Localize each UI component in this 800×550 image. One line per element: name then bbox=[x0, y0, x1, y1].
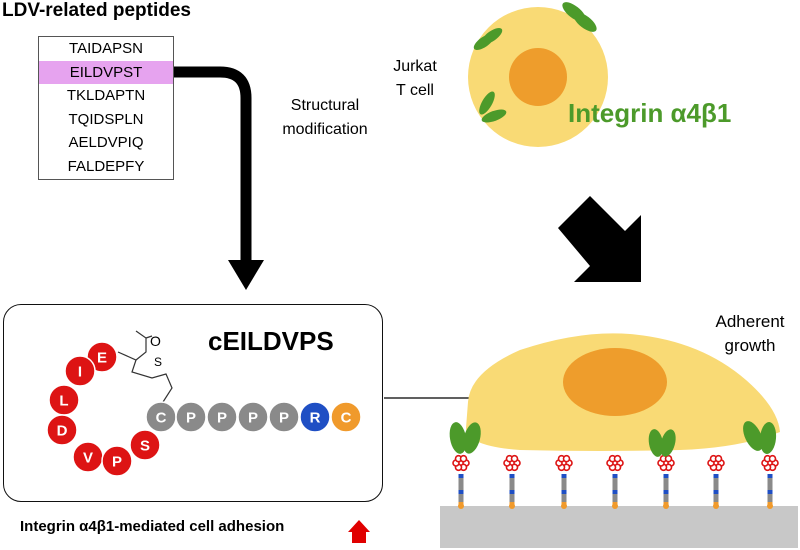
structural-modification-label: Structural modification bbox=[270, 94, 380, 142]
flower-ligand-icon bbox=[707, 454, 725, 509]
residue-letter: C bbox=[341, 409, 352, 426]
amino-acid-residue: P bbox=[101, 445, 133, 477]
amino-acid-residue: S bbox=[129, 429, 161, 461]
peptide-item: FALDEPFY bbox=[67, 157, 145, 175]
flower-ligand-icon bbox=[606, 454, 624, 509]
amino-acid-residue: C bbox=[330, 401, 362, 433]
peptide-item-highlighted: EILDVPST bbox=[39, 60, 173, 85]
jurkat-label: Jurkat T cell bbox=[388, 55, 442, 103]
residue-letter: P bbox=[248, 409, 258, 426]
ligand-row bbox=[452, 454, 779, 509]
residue-letter: C bbox=[156, 409, 167, 426]
amino-acid-residue: R bbox=[299, 401, 331, 433]
label-line: Jurkat bbox=[393, 58, 437, 75]
cyclic-peptide-name: cEILDVPS bbox=[208, 326, 334, 356]
residue-letter: V bbox=[83, 449, 93, 466]
residue-letter: D bbox=[57, 422, 68, 439]
label-line: T cell bbox=[396, 82, 434, 99]
residue-letter: P bbox=[217, 409, 227, 426]
amino-acid-residue: I bbox=[64, 355, 96, 387]
residue-letter: P bbox=[279, 409, 289, 426]
adhesion-label: Integrin α4β1-mediated cell adhesion bbox=[20, 518, 285, 535]
residue-letter: P bbox=[186, 409, 196, 426]
integrin-label: Integrin α4β1 bbox=[568, 98, 732, 128]
label-line: Adherent bbox=[715, 312, 785, 331]
diagonal-arrow-icon bbox=[558, 196, 641, 282]
substrate-surface bbox=[440, 506, 798, 548]
peptide-list: TAIDAPSN EILDVPST TKLDAPTN TQIDSPLN AELD… bbox=[38, 36, 174, 180]
residue-letter: E bbox=[97, 349, 107, 366]
flower-ligand-icon bbox=[503, 454, 521, 509]
residue-letter: P bbox=[112, 453, 122, 470]
residue-letter: L bbox=[59, 392, 68, 409]
residue-letter: I bbox=[78, 363, 82, 380]
flower-ligand-icon bbox=[657, 454, 675, 509]
integrin-receptor bbox=[473, 2, 597, 123]
flower-ligand-icon bbox=[452, 454, 470, 509]
up-arrow-icon bbox=[348, 520, 370, 543]
adherent-cell bbox=[466, 333, 780, 451]
amino-acid-residue: P bbox=[175, 401, 207, 433]
flower-ligand-icon bbox=[761, 454, 779, 509]
adherent-growth-label: Adherent growth bbox=[700, 310, 800, 358]
peptide-item: TAIDAPSN bbox=[69, 40, 143, 57]
cyclic-peptide-box bbox=[3, 304, 383, 502]
jurkat-cell bbox=[468, 2, 608, 147]
peptide-item: TKLDAPTN bbox=[66, 87, 146, 105]
label-line: growth bbox=[724, 336, 776, 355]
cyclic-peptide-structure: EILDV P S C P P P P R C O S bbox=[46, 330, 362, 477]
peptide-item: AELDVPIQ bbox=[68, 134, 144, 152]
label-line: Structural bbox=[290, 97, 360, 114]
amino-acid-residue: P bbox=[206, 401, 238, 433]
amino-acid-residue: P bbox=[237, 401, 269, 433]
label-line: modification bbox=[282, 121, 368, 138]
residue-letter: S bbox=[140, 437, 150, 454]
section-title: LDV-related peptides bbox=[2, 0, 191, 21]
amino-acid-residue: D bbox=[46, 414, 78, 446]
peptide-item: TQIDSPLN bbox=[68, 110, 144, 128]
residue-letter: R bbox=[310, 409, 321, 426]
amino-acid-residue: P bbox=[268, 401, 300, 433]
integrin-receptor bbox=[449, 421, 777, 457]
oxygen-atom: O bbox=[150, 333, 161, 349]
down-arrow-icon bbox=[172, 66, 264, 290]
flower-ligand-icon bbox=[555, 454, 573, 509]
sulfur-atom: S bbox=[154, 355, 162, 369]
